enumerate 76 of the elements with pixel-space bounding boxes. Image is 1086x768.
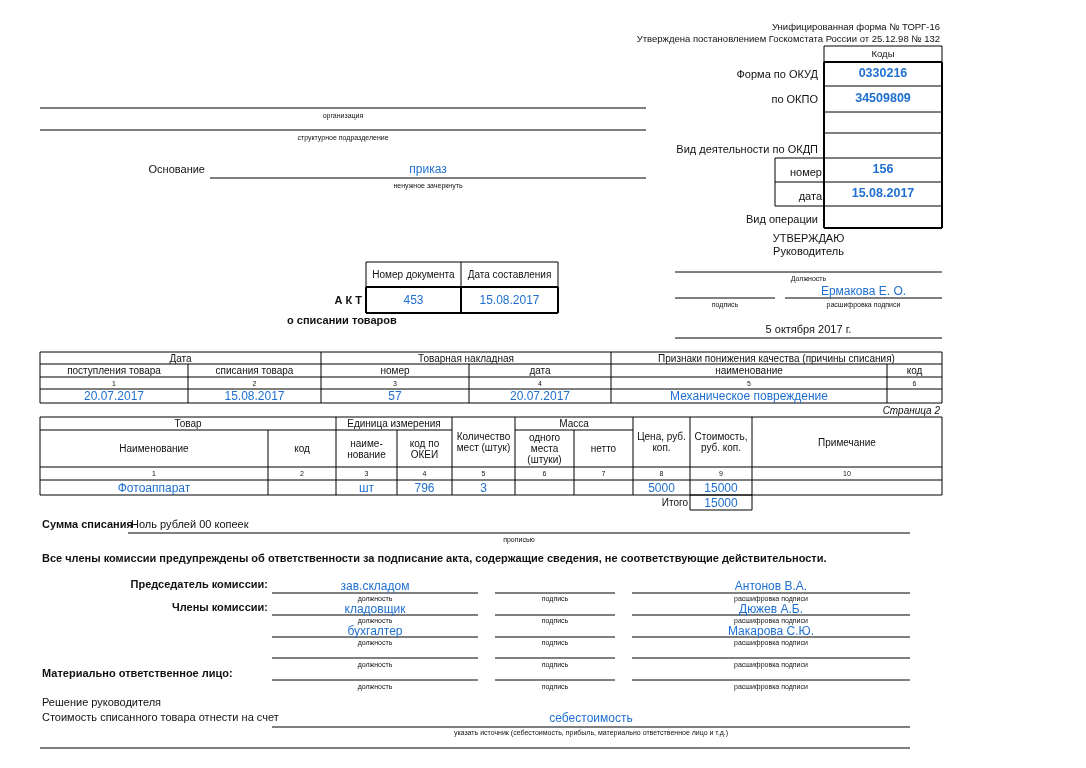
document-subtitle: о списании товаров <box>287 313 397 327</box>
field-value: Антонов В.А. <box>734 580 808 592</box>
cell-value: Фотоаппарат <box>117 481 191 494</box>
cell-value: Механическое повреждение <box>670 390 828 402</box>
cell-value: 15000 <box>704 481 738 494</box>
field-value: кладовщик <box>344 603 406 615</box>
approval-heading: УТВЕРЖДАЮ <box>772 232 845 245</box>
cell-value: 15000 <box>704 496 738 509</box>
cell-value: 15.08.2017 <box>479 294 540 306</box>
column-header: наименование <box>715 365 783 376</box>
cell-value: 453 <box>403 294 424 306</box>
form-label: по ОКПО <box>771 92 818 106</box>
form-label: Форма по ОКУД <box>736 67 818 81</box>
column-header: одного места (штуки) <box>526 432 563 465</box>
field-value: приказ <box>409 163 447 175</box>
column-header: Товарная накладная <box>418 352 514 364</box>
page-number: Страница 2 <box>882 404 940 416</box>
date-text: 5 октября 2017 г. <box>765 322 852 336</box>
field-value: Дюжев А.Б. <box>739 603 803 615</box>
field-value: себестоимость <box>549 712 633 724</box>
form-label: Председатель комиссии: <box>130 577 268 591</box>
column-header: номер <box>380 365 410 376</box>
form-caption: Унифицированная форма № ТОРГ-16 <box>771 22 940 33</box>
column-header: Номер документа <box>372 269 455 280</box>
cell-value: 15.08.2017 <box>224 390 285 402</box>
form-label: Материально ответственное лицо: <box>42 666 233 680</box>
column-header: Коды <box>871 48 895 60</box>
column-header: поступления товара <box>67 365 161 376</box>
form-label: Вид операции <box>746 212 818 226</box>
cell-value: 57 <box>388 390 402 402</box>
column-header: код по ОКЕИ <box>408 437 441 460</box>
column-header: дата <box>529 365 551 376</box>
column-header: Примечание <box>818 436 876 448</box>
column-header: код <box>906 365 923 376</box>
warning-note: Все члены комиссии предупреждены об ответственности за подписание акта, содержащие сведения, не соответствующие действительности. <box>42 551 827 565</box>
total-label: Итого <box>661 497 688 508</box>
form-caption: Утверждена постановлением Госкомстата России от 25.12.98 № 132 <box>636 34 940 45</box>
field-value: Макарова С.Ю. <box>727 625 814 637</box>
field-value: зав.складом <box>340 580 410 592</box>
column-header: Цена, руб. коп. <box>636 431 687 453</box>
field-value: Ермакова Е. О. <box>820 285 907 297</box>
cell-value: 3 <box>480 481 487 494</box>
column-header: Товар <box>174 418 202 429</box>
code-value: 15.08.2017 <box>851 187 915 201</box>
column-header: Признаки понижения качества (причины списания) <box>658 352 895 364</box>
form-label: Сумма списания <box>42 517 133 531</box>
form-label: Основание <box>148 162 205 176</box>
cell-value: 5000 <box>648 481 675 494</box>
column-header: Дата составления <box>467 269 552 280</box>
code-value: 156 <box>872 163 894 177</box>
cell-value: 20.07.2017 <box>509 390 571 402</box>
column-header: Масса <box>559 418 589 429</box>
form-label: номер <box>790 165 822 179</box>
field-value: бухгалтер <box>347 625 403 637</box>
form-label: Решение руководителя <box>42 696 162 709</box>
column-header: Наименование <box>119 443 189 454</box>
form-label: Члены комиссии: <box>171 600 268 614</box>
code-value: 0330216 <box>858 67 908 81</box>
column-header: код <box>294 443 310 454</box>
form-label: Стоимость списанного товара отнести на счет <box>42 711 279 724</box>
code-value: 34509809 <box>855 92 911 106</box>
cell-value: шт <box>358 481 375 494</box>
column-header: Единица измерения <box>347 418 441 429</box>
form-label: Вид деятельности по ОКДП <box>676 142 818 156</box>
column-header: Количество мест (штук) <box>455 431 512 453</box>
cell-value: 20.07.2017 <box>83 390 145 402</box>
form-label: дата <box>798 189 822 203</box>
cell-value: 796 <box>414 481 435 494</box>
column-header: Стоимость, руб. коп. <box>693 431 749 453</box>
column-header: наиме-нование <box>346 437 387 460</box>
column-header: Дата <box>169 352 192 364</box>
column-header: списания товара <box>215 365 294 376</box>
column-header: нетто <box>590 443 617 454</box>
form-label: Руководитель <box>773 245 844 258</box>
field-value: Ноль рублей 00 копеек <box>131 517 249 531</box>
document-title: А К Т <box>334 293 362 307</box>
